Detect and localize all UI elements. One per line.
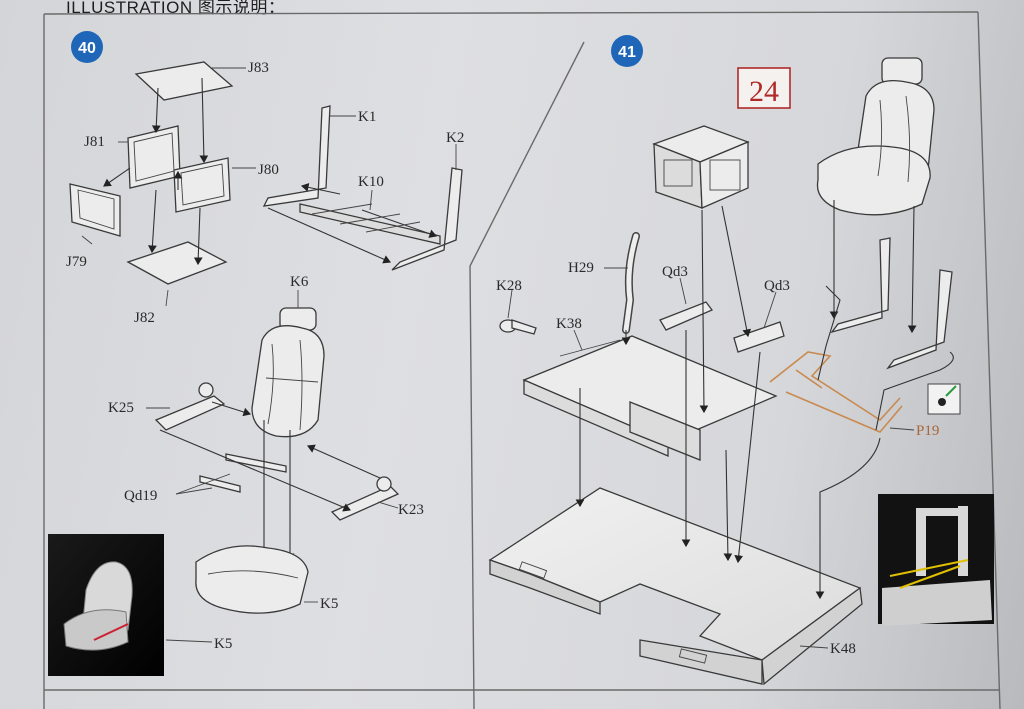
part-qd3-b <box>733 321 785 353</box>
part-qd19-b <box>199 475 241 493</box>
part-qd3-a <box>659 301 714 331</box>
part-k2 <box>391 167 463 271</box>
step-number-40: 40 <box>78 40 96 57</box>
part-p19 <box>769 351 903 433</box>
part-box <box>652 125 750 209</box>
part-k28 <box>499 319 537 335</box>
seat-icon <box>251 307 325 438</box>
label-k25: K25 <box>108 400 134 416</box>
photo-inset-seat <box>48 534 164 676</box>
step-badge-40 <box>71 31 103 63</box>
part-qd19-a <box>225 453 287 473</box>
part-j82 <box>126 241 228 285</box>
label-k28: K28 <box>496 278 522 294</box>
label-k2: K2 <box>446 130 464 146</box>
part-frame-right-a <box>830 237 891 334</box>
part-frame-right-b <box>886 269 953 370</box>
part-k5 <box>195 545 309 614</box>
label-k6: K6 <box>290 274 309 290</box>
stamp-number: 24 <box>749 75 779 108</box>
label-k5: K5 <box>320 596 338 612</box>
label-k5-photo: K5 <box>214 636 232 652</box>
label-p19: P19 <box>916 423 939 439</box>
label-k23: K23 <box>398 502 424 518</box>
part-k10 <box>299 203 441 245</box>
part-j80 <box>173 157 231 213</box>
label-j80: J80 <box>258 162 279 178</box>
label-k48: K48 <box>830 641 856 657</box>
label-k1: K1 <box>358 109 376 125</box>
label-k10: K10 <box>358 174 384 190</box>
header-title: ILLUSTRATION 图示说明： <box>66 0 286 17</box>
label-qd3-b: Qd3 <box>764 278 790 294</box>
part-j83 <box>134 61 234 101</box>
label-qd3-a: Qd3 <box>662 264 688 280</box>
label-j81: J81 <box>84 134 105 150</box>
step-badge-41 <box>611 35 643 67</box>
label-j83: J83 <box>248 60 269 76</box>
label-j79: J79 <box>66 254 87 270</box>
step-40: 40 <box>48 31 464 676</box>
part-k25 <box>154 395 226 431</box>
label-k38: K38 <box>556 316 582 332</box>
part-block <box>629 401 701 461</box>
label-j82: J82 <box>134 310 155 326</box>
label-qd19: Qd19 <box>124 488 157 504</box>
page-frame <box>43 11 1001 709</box>
glue-icon <box>927 383 961 415</box>
photo-inset-frame <box>878 494 994 626</box>
seat-assembled <box>816 57 935 216</box>
part-k1 <box>262 105 331 207</box>
step-number-41: 41 <box>618 44 636 61</box>
step-41: 41 24 <box>488 35 994 686</box>
label-h29: H29 <box>568 260 594 276</box>
part-k23 <box>330 485 400 521</box>
stamp-box <box>737 67 791 109</box>
